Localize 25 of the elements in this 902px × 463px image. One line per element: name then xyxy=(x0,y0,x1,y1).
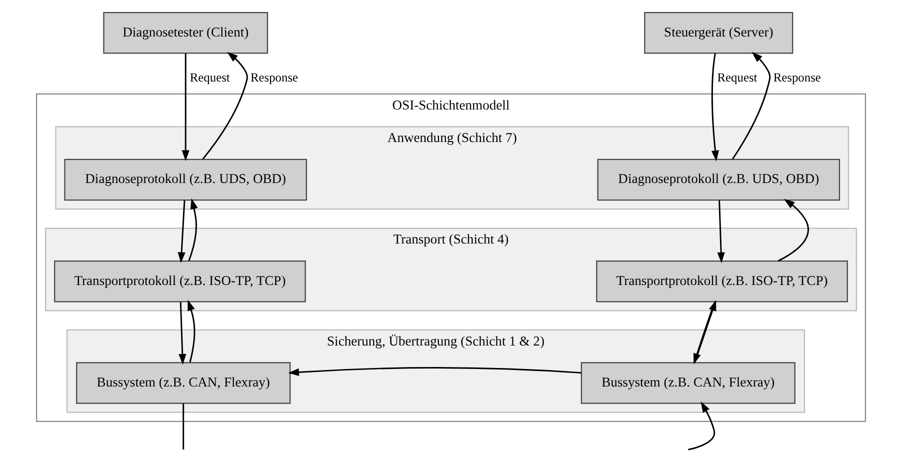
arrow xyxy=(188,300,196,362)
edge-label: Response xyxy=(773,70,821,84)
arrow xyxy=(778,198,809,262)
node-box: Bussystem (z.B. CAN, Flexray) xyxy=(580,362,796,404)
connector xyxy=(182,403,184,450)
arrow xyxy=(178,302,186,365)
edge-label: Response xyxy=(250,70,298,84)
node-box: Bussystem (z.B. CAN, Flexray) xyxy=(76,362,291,404)
edge-label: Request xyxy=(717,70,758,84)
arrow xyxy=(178,200,186,264)
node-box: Diagnoseprotokoll (z.B. UDS, OBD) xyxy=(597,158,840,201)
arrow xyxy=(288,367,582,376)
arrow xyxy=(182,54,190,162)
node-box: Transportprotokoll (z.B. ISO-TP, TCP) xyxy=(596,260,848,302)
arrow xyxy=(717,200,725,264)
arrow xyxy=(732,52,771,160)
arrow xyxy=(688,402,716,450)
node-box: Steuergerät (Server) xyxy=(644,12,794,54)
node-box: Diagnoseprotokoll (z.B. UDS, OBD) xyxy=(64,158,308,201)
arrow xyxy=(188,198,198,262)
node-box: Diagnosetester (Client) xyxy=(103,12,268,54)
arrow xyxy=(202,52,248,160)
node-box: Transportprotokoll (z.B. ISO-TP, TCP) xyxy=(54,260,306,302)
arrow xyxy=(711,53,719,162)
edge-label: Request xyxy=(190,70,230,84)
